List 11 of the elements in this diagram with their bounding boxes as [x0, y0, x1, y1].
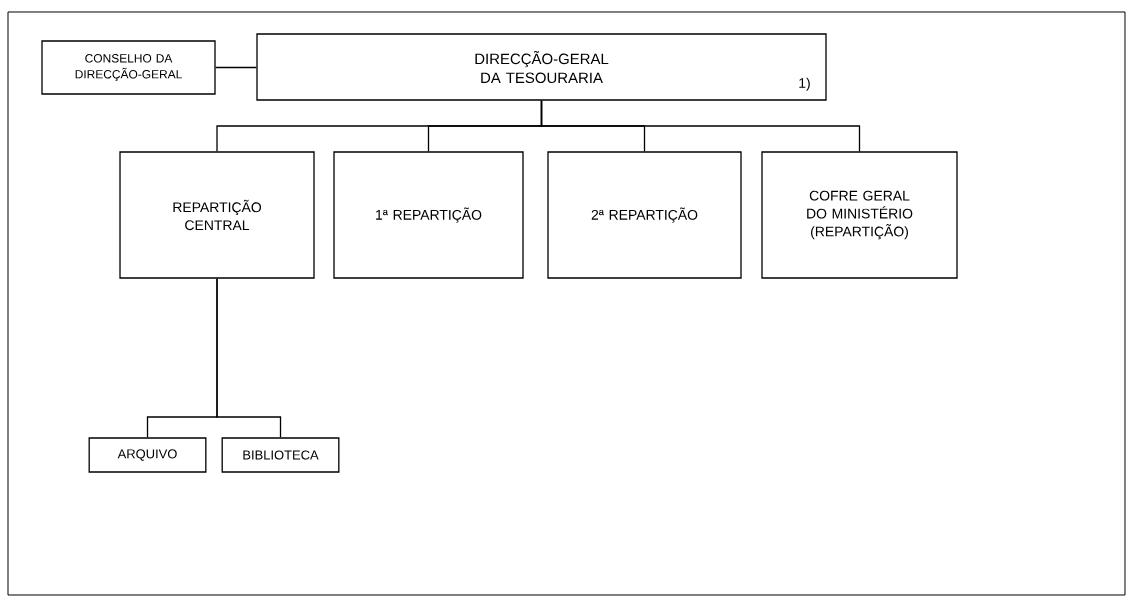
org-box: 2ª REPARTIÇÃO	[547, 151, 742, 279]
connector-line	[215, 66, 257, 69]
connector-line	[216, 278, 282, 438]
org-box: 1ª REPARTIÇÃO	[333, 151, 524, 279]
org-box: BIBLIOTECA	[221, 437, 340, 473]
org-box: REPARTIÇÃO CENTRAL	[119, 151, 315, 279]
connector-line	[540, 100, 861, 152]
org-box: DIRECÇÃO-GERAL DA TESOURARIA 1)	[256, 33, 827, 101]
org-box: COFRE GERAL DO MINISTÉRIO (REPARTIÇÃO)	[761, 151, 958, 279]
org-box: CONSELHO DA DIRECÇÃO-GERAL	[41, 40, 216, 95]
org-box: ARQUIVO	[88, 437, 207, 473]
